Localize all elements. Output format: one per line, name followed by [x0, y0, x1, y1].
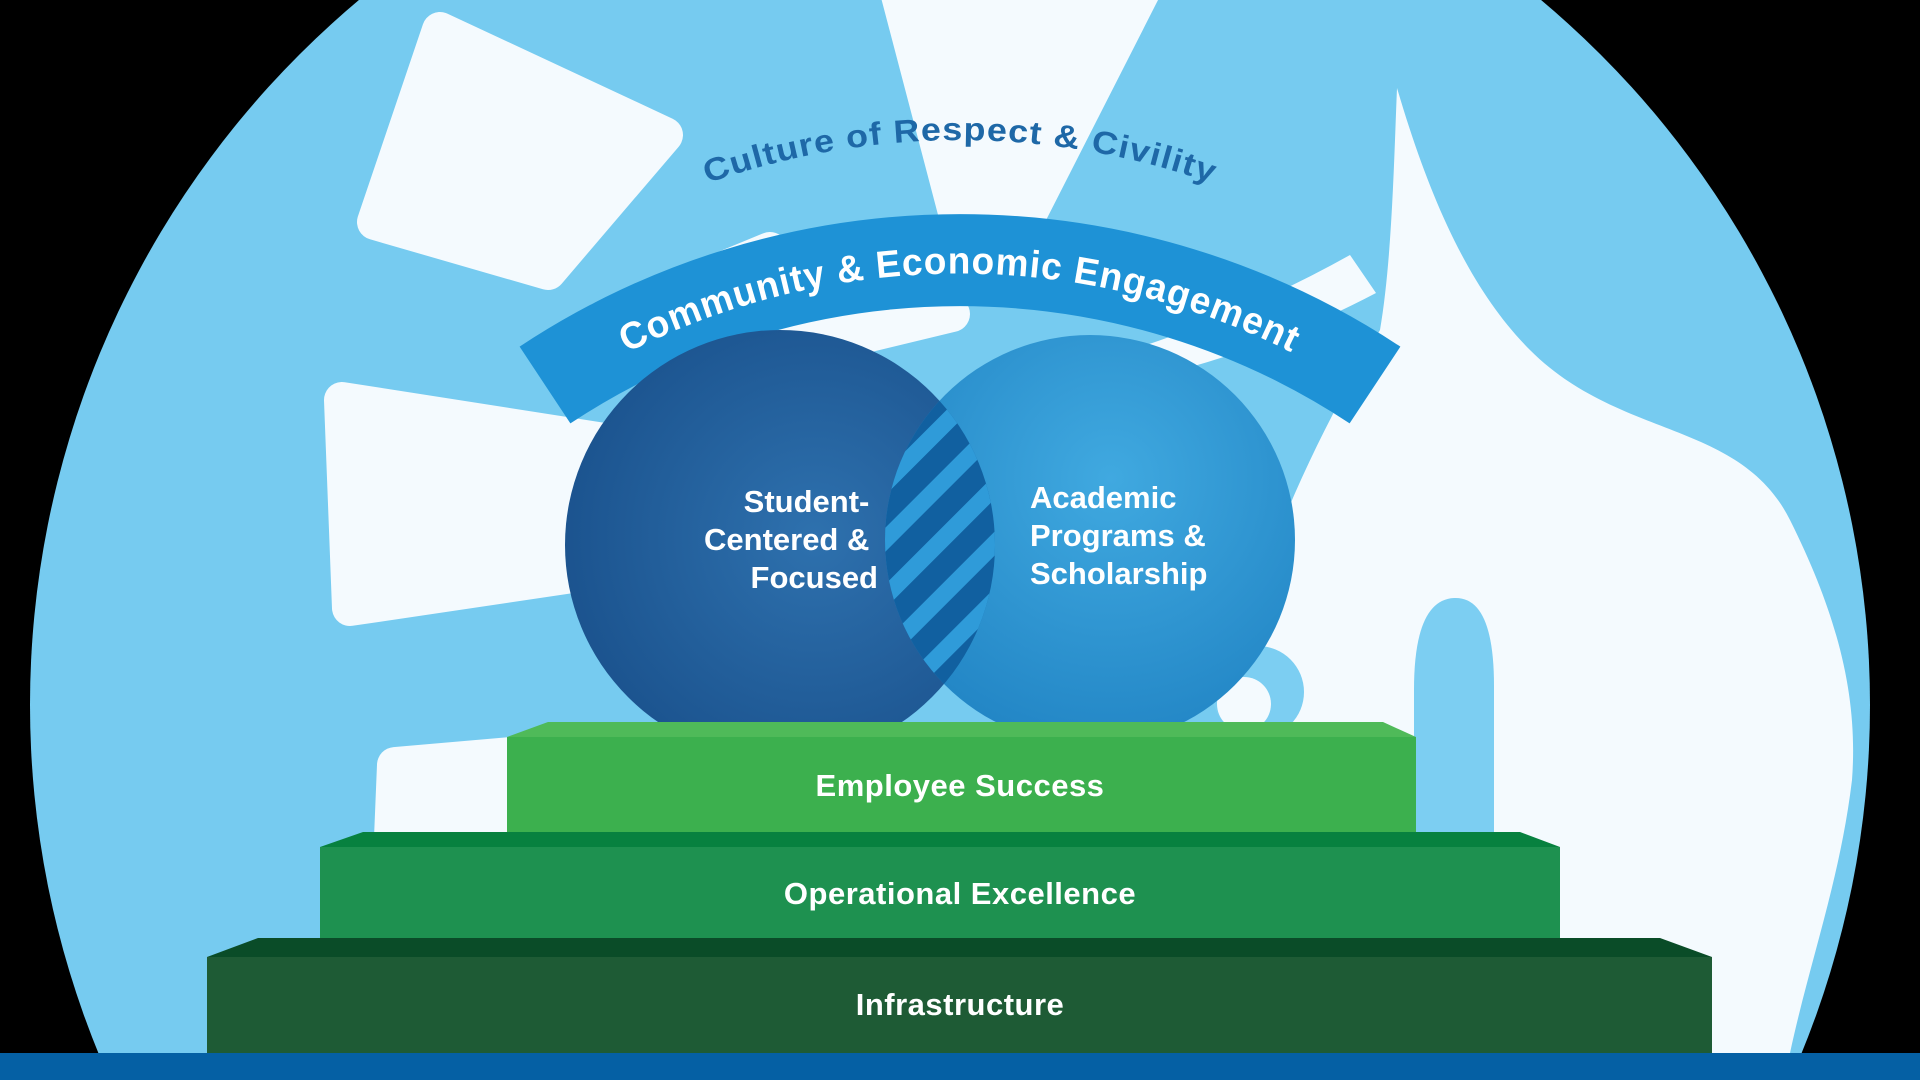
step-label-employee-success: Employee Success	[816, 768, 1105, 803]
sunray-top-left	[357, 12, 683, 290]
step-employee-success	[507, 722, 1416, 833]
step-label-infrastructure: Infrastructure	[856, 987, 1065, 1022]
step-label-operational-excellence: Operational Excellence	[784, 876, 1136, 911]
venn-label-student: Student- Centered & Focused	[704, 484, 878, 595]
step-employee-success-front	[507, 737, 1416, 833]
step-infrastructure-front	[207, 957, 1712, 1053]
banner-ribbon	[519, 214, 1401, 424]
step-operational-excellence	[320, 832, 1560, 940]
step-operational-excellence-top	[320, 832, 1560, 847]
step-infrastructure	[207, 938, 1712, 1053]
venn-circle-academic	[885, 335, 1295, 745]
step-employee-success-top	[507, 722, 1416, 737]
venn-circle-student	[565, 330, 995, 760]
step-operational-excellence-front	[320, 847, 1560, 940]
sunray-top-center	[881, 0, 1159, 238]
footer-bar	[0, 1053, 1920, 1080]
step-infrastructure-top	[207, 938, 1712, 957]
venn-label-academic: Academic Programs & Scholarship	[1030, 480, 1214, 591]
